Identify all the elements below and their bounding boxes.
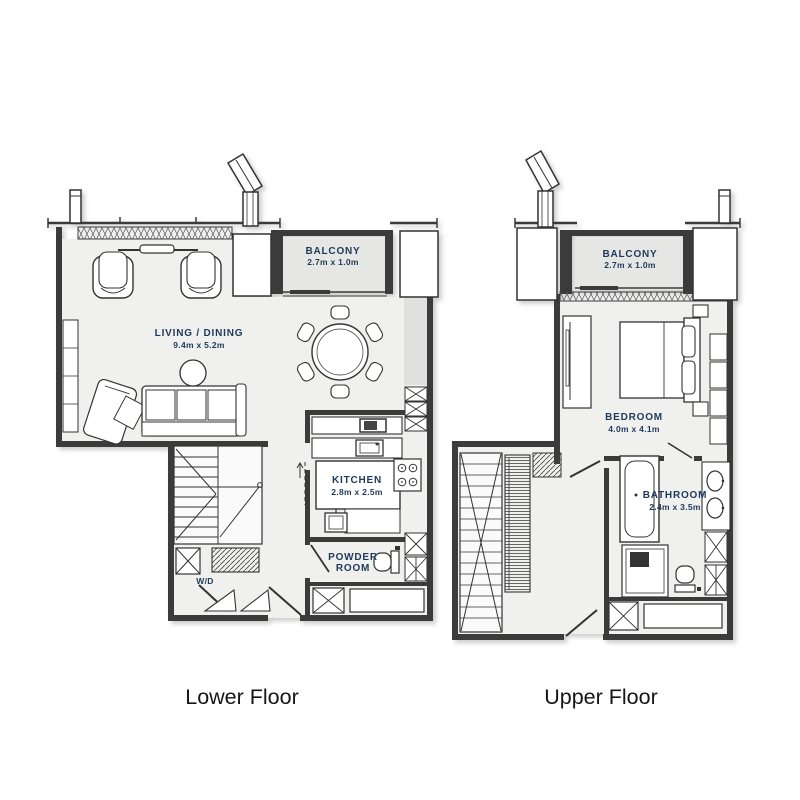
kitchen-fixtures — [296, 416, 422, 534]
balcony-door-track — [290, 290, 330, 294]
powder-room-fixtures — [310, 544, 400, 574]
direction-arrow — [296, 462, 304, 478]
flue-stack — [524, 149, 561, 228]
balcony-label: BALCONY — [305, 246, 360, 257]
window-band — [77, 226, 233, 240]
service-shafts — [404, 386, 428, 582]
drying-rack — [211, 547, 260, 573]
pillow — [681, 325, 696, 358]
entry-closets — [312, 587, 425, 614]
parapet-rail — [47, 217, 438, 228]
bathroom-label: BATHROOM — [643, 490, 708, 501]
nightstand — [692, 304, 709, 318]
balcony-label: BALCONY — [602, 249, 657, 260]
living-dining-dims: 9.4m x 5.2m — [173, 340, 225, 350]
bathtub — [619, 455, 660, 543]
nightstand — [692, 401, 709, 417]
pillow — [681, 360, 696, 395]
pier-block — [692, 227, 738, 301]
dining-table — [296, 305, 384, 399]
entry-closets — [608, 601, 723, 631]
pier-block — [516, 227, 558, 301]
bed — [619, 304, 709, 417]
pier-block — [399, 230, 439, 298]
service-shafts — [704, 531, 728, 596]
coffee-table — [179, 359, 207, 387]
powder-room-label-2: ROOM — [336, 563, 370, 574]
toilet — [373, 546, 400, 574]
service-band — [404, 297, 427, 385]
balcony-floor — [283, 237, 387, 292]
storage-wedge — [239, 588, 271, 612]
balcony-dims: 2.7m x 1.0m — [307, 257, 359, 267]
entry-door-leaf — [565, 609, 598, 637]
balcony-door-track — [580, 286, 618, 290]
storage-wedge — [203, 588, 237, 612]
upper-floor-plan: BALCONY 2.7m x 1.0m BEDROOM 4.0m x 4.1m … — [452, 149, 741, 640]
flue-stack — [226, 152, 264, 227]
balcony-floor — [575, 237, 685, 290]
washer-dryer-area — [175, 547, 271, 612]
bedroom-door-leaf — [569, 460, 601, 478]
stove — [393, 458, 422, 492]
dining-chairs — [296, 305, 384, 399]
balcony-dims: 2.7m x 1.0m — [604, 260, 656, 270]
shower — [621, 544, 669, 598]
pier-block — [232, 233, 272, 297]
vanity-sinks — [701, 461, 731, 531]
kitchen-label: KITCHEN — [332, 475, 382, 486]
toilet — [674, 565, 701, 593]
stairs-upper — [459, 452, 503, 633]
kitchen-dims: 2.8m x 2.5m — [331, 487, 383, 497]
entry-door-leaf — [268, 586, 302, 616]
washer-dryer-label: W/D — [196, 576, 213, 586]
basin — [324, 509, 348, 533]
lower-floor-plan: BALCONY 2.7m x 1.0m LIVING / DINING 9.4m… — [47, 152, 439, 621]
roof-post — [718, 189, 731, 224]
sofa — [83, 378, 247, 445]
upper-floor-caption: Upper Floor — [544, 685, 658, 709]
closet-right — [709, 333, 728, 445]
kitchen-sink — [355, 439, 384, 457]
door-leaf — [310, 544, 330, 573]
bathroom-door-leaf — [667, 442, 693, 459]
bedroom-label: BEDROOM — [605, 412, 663, 423]
upper-furniture — [459, 304, 731, 637]
stairs-lower — [173, 445, 263, 545]
lower-labels: BALCONY 2.7m x 1.0m LIVING / DINING 9.4m… — [155, 246, 383, 586]
living-dining-label: LIVING / DINING — [155, 328, 244, 339]
shelving-unit — [62, 319, 79, 433]
cooktop-appliance — [364, 421, 377, 430]
armchair — [92, 251, 134, 299]
lower-floor-caption: Lower Floor — [185, 685, 299, 709]
upper-labels: BALCONY 2.7m x 1.0m BEDROOM 4.0m x 4.1m … — [602, 249, 708, 512]
armchair — [180, 251, 222, 299]
bedroom-dims: 4.0m x 4.1m — [608, 424, 660, 434]
bathroom-dims: 2.4m x 3.5m — [649, 502, 701, 512]
door-knob-dot — [634, 493, 638, 497]
roof-post — [69, 189, 82, 224]
lower-furniture — [62, 244, 428, 616]
corner-shelf — [532, 452, 562, 478]
powder-room-label-1: POWDER — [328, 552, 378, 563]
wardrobe-panel — [562, 315, 592, 409]
tv-console — [118, 244, 198, 254]
